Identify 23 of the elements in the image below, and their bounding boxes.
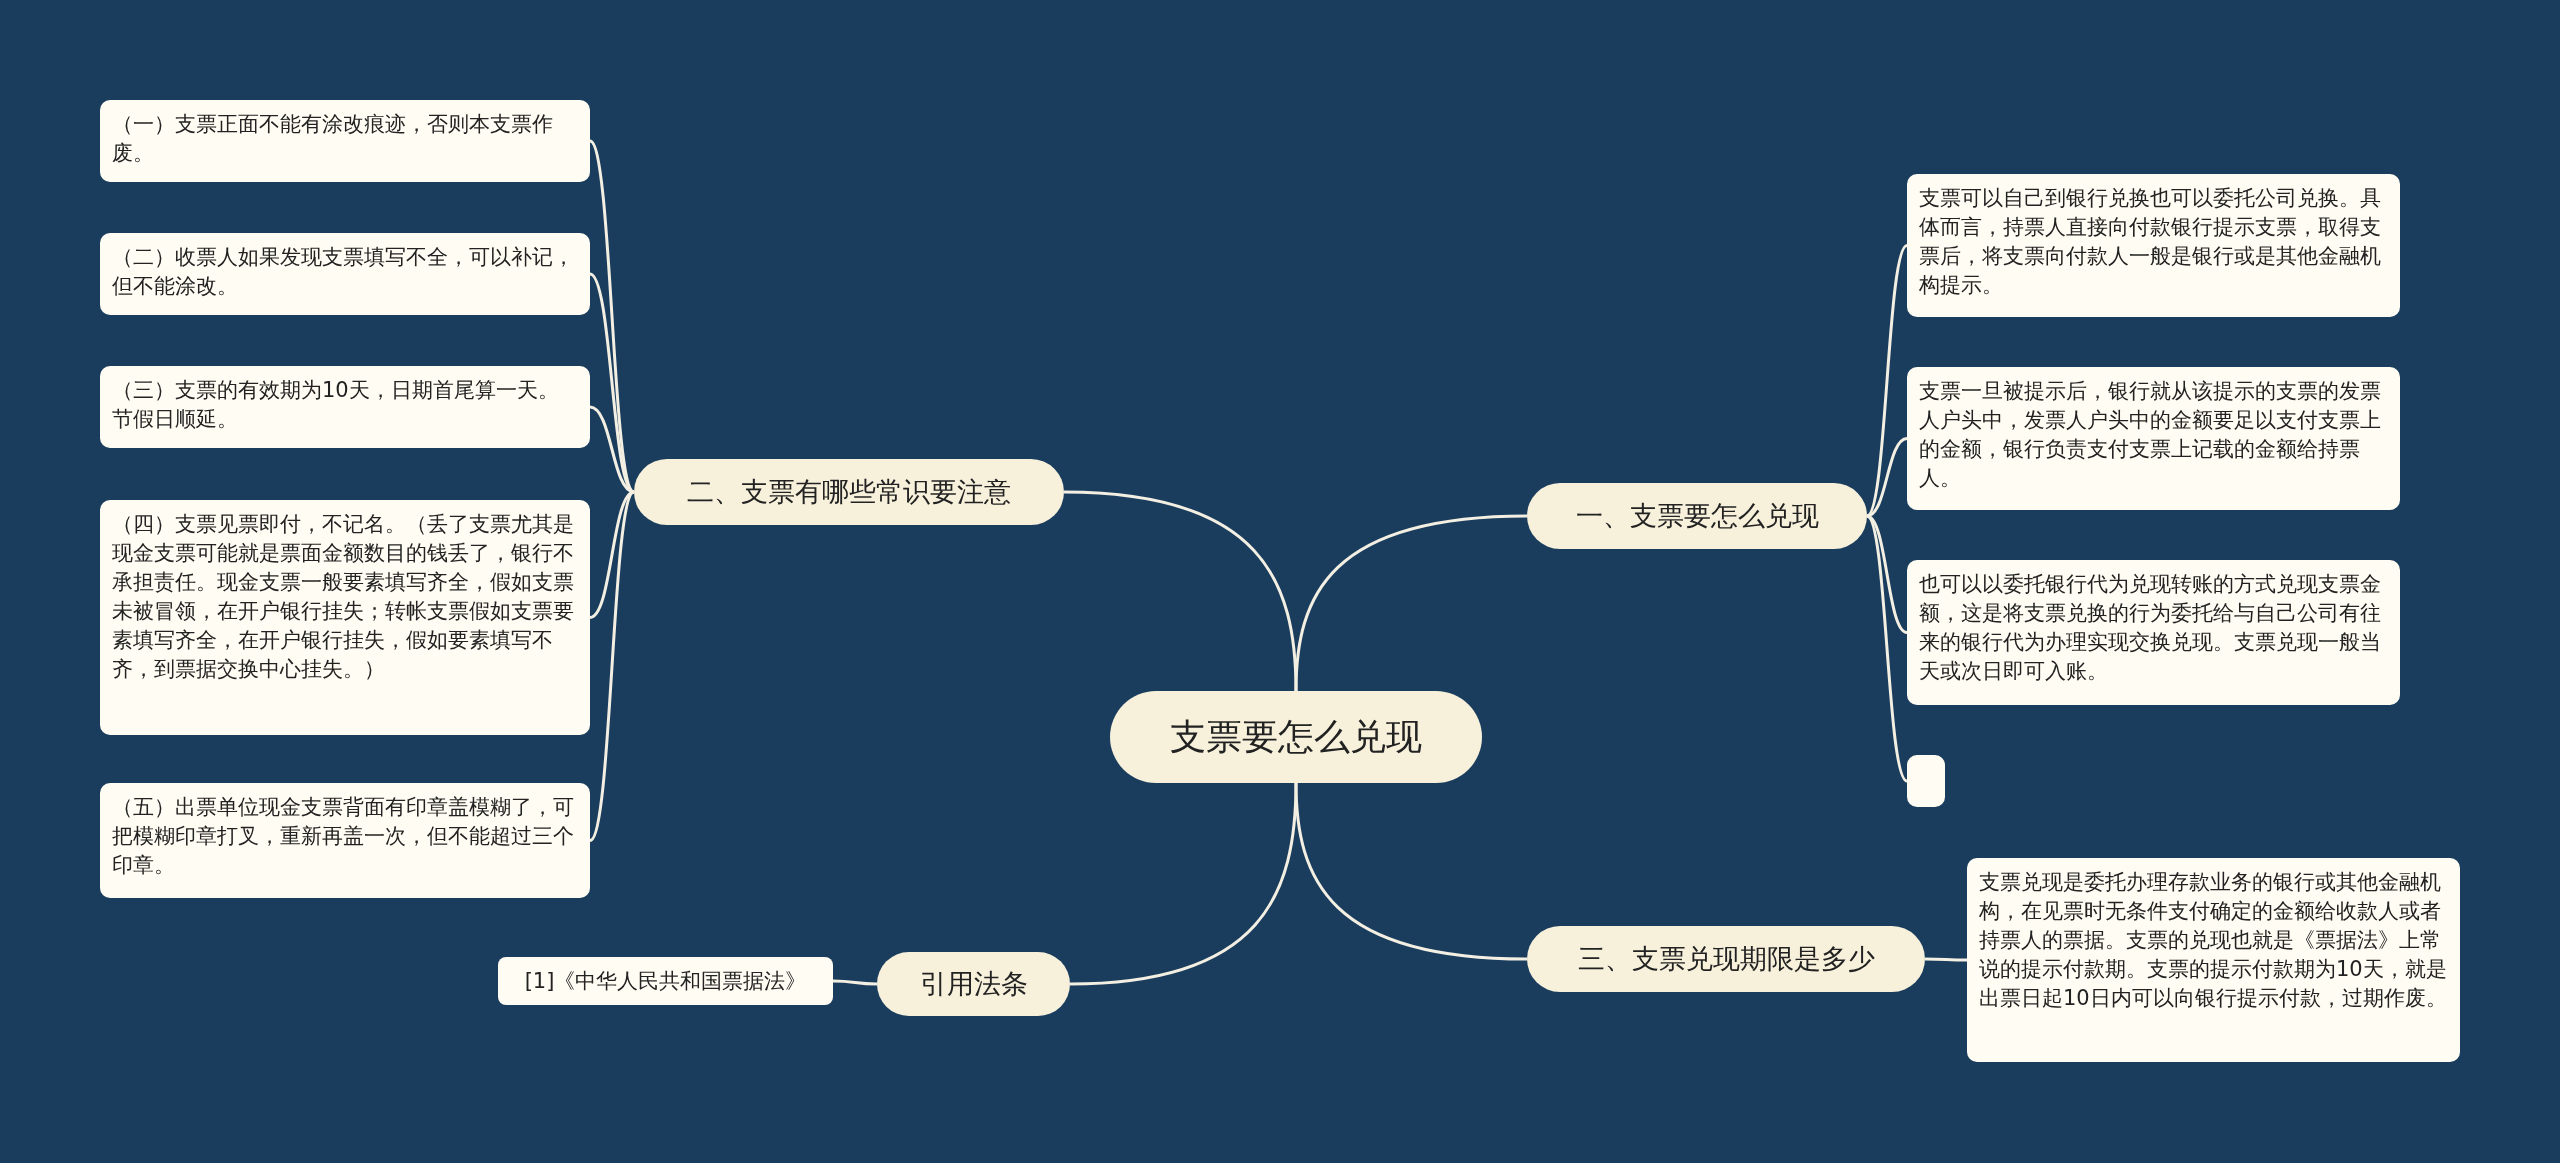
note-card: 支票可以自己到银行兑换也可以委托公司兑换。具体而言，持票人直接向付款银行提示支票，取得支票后，将支票向付款人一般是银行或是其他金融机构提示。 (1907, 174, 2400, 317)
branch-topic: 一、支票要怎么兑现 (1527, 483, 1867, 549)
note-card: （五）出票单位现金支票背面有印章盖模糊了，可把模糊印章打叉，重新再盖一次，但不能超过三个印章。 (100, 783, 590, 898)
connector-line (1865, 515, 1909, 782)
note-card: 支票一旦被提示后，银行就从该提示的支票的发票人户头中，发票人户头中的金额要足以支付支票上的金额，银行负责支付支票上记载的金额给持票人。 (1907, 367, 2400, 510)
connector-line (1294, 782, 1528, 961)
note-card: （一）支票正面不能有涂改痕迹，否则本支票作废。 (100, 100, 590, 182)
connector-line (1294, 514, 1528, 692)
note-card: 支票兑现是委托办理存款业务的银行或其他金融机构，在见票时无条件支付确定的金额给收款人或者持票人的票据。支票的兑现也就是《票据法》上常说的提示付款期。支票的提示付款期为10天，就是出票日起10日内可以向银行提示付款，过期作废。 (1967, 858, 2460, 1062)
connector-line (1063, 490, 1298, 692)
note-card: （三）支票的有效期为10天，日期首尾算一天。节假日顺延。 (100, 366, 590, 448)
note-card: 也可以以委托银行代为兑现转账的方式兑现支票金额，这是将支票兑换的行为委托给与自己公司有往来的银行代为办理实现交换兑现。支票兑现一般当天或次日即可入账。 (1907, 560, 2400, 705)
connector-line (1925, 957, 1967, 962)
connector-line (588, 491, 636, 842)
branch-topic: 三、支票兑现期限是多少 (1527, 926, 1925, 992)
note-card: （四）支票见票即付，不记名。（丢了支票尤其是现金支票可能就是票面金额数目的钱丢了，银行不承担责任。现金支票一般要素填写齐全，假如支票未被冒领，在开户银行挂失；转帐支票假如支票要素填写齐全，在开户银行挂失，假如要素填写不齐，到票据交换中心挂失。） (100, 500, 590, 735)
central-topic: 支票要怎么兑现 (1110, 691, 1482, 783)
empty-card (1907, 755, 1945, 807)
note-card: （二）收票人如果发现支票填写不全，可以补记，但不能涂改。 (100, 233, 590, 315)
reference-card: [1]《中华人民共和国票据法》 (498, 957, 833, 1005)
branch-topic: 引用法条 (877, 952, 1070, 1016)
branch-topic: 二、支票有哪些常识要注意 (634, 459, 1064, 525)
connector-line (1069, 782, 1298, 986)
